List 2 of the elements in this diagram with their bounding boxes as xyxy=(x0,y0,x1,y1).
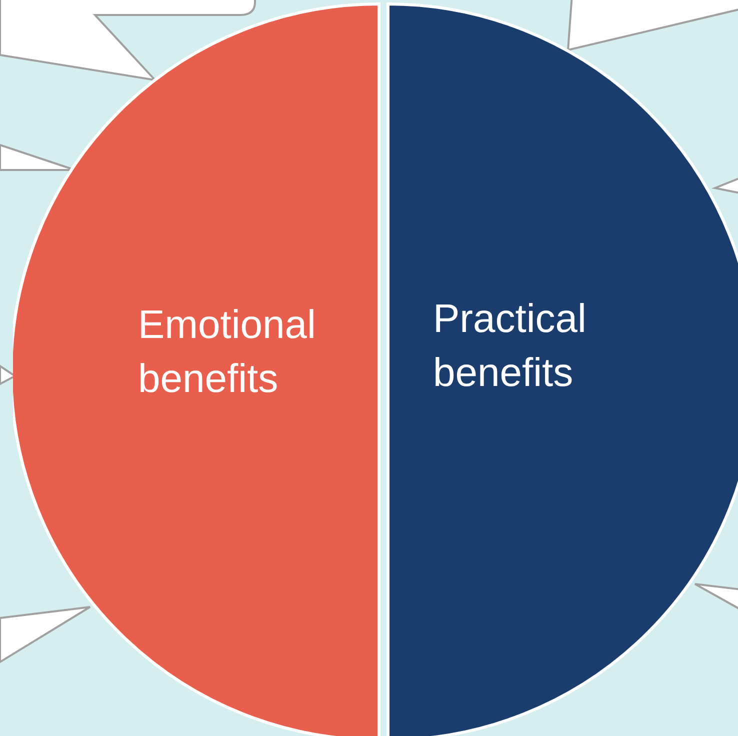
segment-label: Emotional benefits xyxy=(138,302,317,403)
segment-label: Practical benefits xyxy=(433,296,588,397)
